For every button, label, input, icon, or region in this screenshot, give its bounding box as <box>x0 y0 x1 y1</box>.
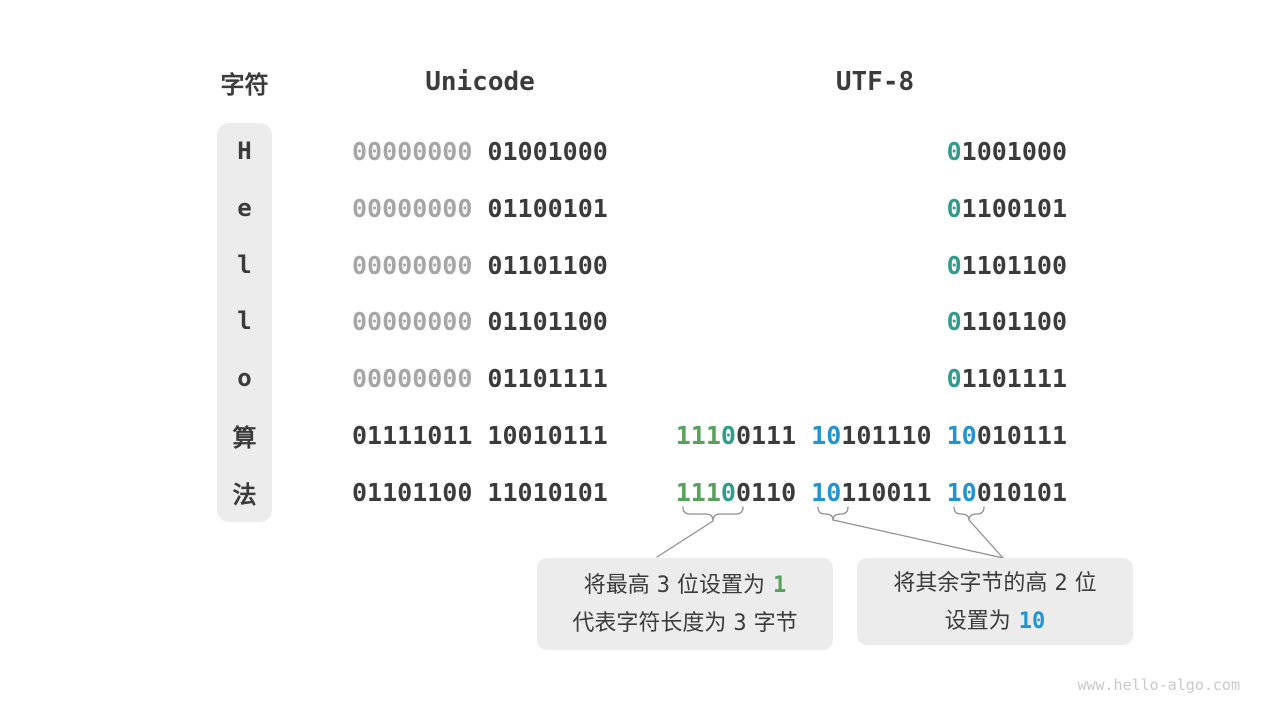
character-cell: l <box>237 251 252 279</box>
unicode-cell: 01111011 10010111 <box>352 417 608 453</box>
unicode-cell: 00000000 01101100 <box>352 303 608 339</box>
header-character: 字符 <box>220 71 269 99</box>
utf8-prefix-bit: 0 <box>946 306 962 336</box>
utf8-continuation-prefix: 10 <box>811 420 842 450</box>
unicode-cell: 00000000 01001000 <box>352 133 608 169</box>
header-utf8: UTF-8 <box>835 67 915 97</box>
unicode-high-byte: 00000000 <box>352 363 473 393</box>
utf8-payload-bits: 1100101 <box>961 193 1067 223</box>
unicode-low-byte: 11010101 <box>487 477 608 507</box>
watermark: www.hello-algo.com <box>1077 676 1240 694</box>
unicode-high-byte: 00000000 <box>352 136 473 166</box>
utf8-continuation-prefix: 10 <box>946 420 977 450</box>
unicode-cell: 00000000 01100101 <box>352 190 608 226</box>
utf8-header-zero-bit: 0 <box>720 477 736 507</box>
bit-value-one: 1 <box>773 573 787 598</box>
header-unicode: Unicode <box>425 67 535 97</box>
character-cell: H <box>237 137 252 165</box>
character-cell: 算 <box>232 423 257 452</box>
utf8-prefix-bit: 0 <box>946 193 962 223</box>
utf8-payload-bits: 010111 <box>976 420 1067 450</box>
utf8-payload-bits: 0110 <box>735 477 797 507</box>
utf8-header-bits: 111 <box>675 420 721 450</box>
unicode-cell: 00000000 01101100 <box>352 247 608 283</box>
utf8-payload-bits: 1101100 <box>961 306 1067 336</box>
number-of-bytes: 3 <box>733 611 747 636</box>
utf8-payload-bits: 110011 <box>841 477 932 507</box>
connector-line-callout2b <box>968 519 1004 559</box>
utf8-header-bits: 111 <box>675 477 721 507</box>
utf8-payload-bits: 1101111 <box>961 363 1067 393</box>
utf8-prefix-bit: 0 <box>946 250 962 280</box>
utf8-payload-bits: 101110 <box>841 420 932 450</box>
character-cell: 法 <box>232 480 257 509</box>
character-cell: e <box>237 194 252 222</box>
unicode-cell: 00000000 01101111 <box>352 360 608 396</box>
number-of-bits: 3 <box>656 573 670 598</box>
unicode-low-byte: 01101100 <box>487 306 608 336</box>
utf8-payload-bits: 1001000 <box>961 136 1067 166</box>
unicode-high-byte: 00000000 <box>352 193 473 223</box>
unicode-low-byte: 01101111 <box>487 363 608 393</box>
unicode-high-byte: 01111011 <box>352 420 473 450</box>
connector-line-callout2a <box>832 519 1004 559</box>
unicode-low-byte: 01001000 <box>487 136 608 166</box>
unicode-low-byte: 01100101 <box>487 193 608 223</box>
unicode-high-byte: 00000000 <box>352 306 473 336</box>
unicode-low-byte: 01101100 <box>487 250 608 280</box>
unicode-cell: 01101100 11010101 <box>352 474 608 510</box>
utf8-payload-bits: 0111 <box>735 420 797 450</box>
utf8-prefix-bit: 0 <box>946 363 962 393</box>
number-of-bits: 2 <box>1054 570 1068 596</box>
character-cell: o <box>237 364 252 392</box>
utf8-continuation-prefix: 10 <box>946 477 977 507</box>
utf8-prefix-bit: 0 <box>946 136 962 166</box>
unicode-high-byte: 00000000 <box>352 250 473 280</box>
utf8-continuation-prefix: 10 <box>811 477 842 507</box>
unicode-high-byte: 01101100 <box>352 477 473 507</box>
connector-line-callout1 <box>656 520 714 558</box>
character-cell: l <box>237 307 252 335</box>
utf8-header-zero-bit: 0 <box>720 420 736 450</box>
utf8-payload-bits: 010101 <box>976 477 1067 507</box>
utf8-payload-bits: 1101100 <box>961 250 1067 280</box>
bit-value-ten: 10 <box>1018 608 1046 634</box>
character-column-panel <box>217 123 272 522</box>
unicode-low-byte: 10010111 <box>487 420 608 450</box>
